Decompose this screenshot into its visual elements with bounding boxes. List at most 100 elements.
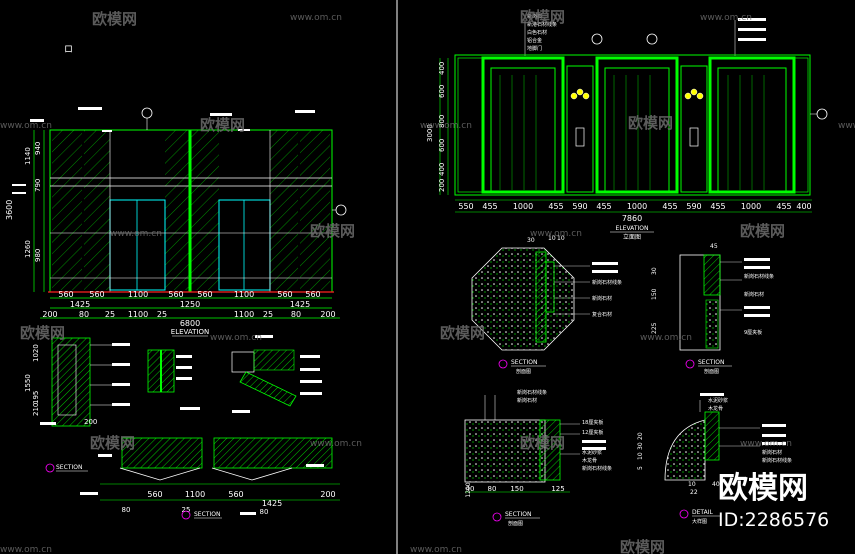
watermark-url-4: www.om.cn bbox=[210, 333, 262, 343]
detail-a-note-2: 复合石材 bbox=[592, 311, 612, 318]
section-b-label: SECTION bbox=[194, 511, 220, 518]
watermark-url-13: www.om.cn bbox=[410, 545, 462, 554]
right-dim-10: 1000 bbox=[741, 202, 761, 211]
left-dim-bot-8: 200 bbox=[320, 310, 335, 319]
left-height-4: 980 bbox=[34, 249, 42, 262]
left-dim-bot-6: 25 bbox=[263, 310, 273, 319]
detail-a-note-1: 新岗石材 bbox=[592, 295, 612, 302]
left-height-0: 1140 bbox=[24, 147, 32, 165]
detail-b-sub: 剖面图 bbox=[704, 368, 719, 375]
detail-d-dim-2: 40 bbox=[712, 481, 720, 488]
left-dim-top-5: 1100 bbox=[234, 290, 254, 299]
left-dim-top-7: 560 bbox=[305, 290, 320, 299]
right-dim-4: 590 bbox=[572, 202, 587, 211]
right-sheet: 新岗石 新港石材线条 白色石材 铝合金 地脚门 bbox=[426, 13, 828, 527]
watermark-url-1: www.om.cn bbox=[290, 13, 342, 23]
right-dim-1: 455 bbox=[482, 202, 497, 211]
watermark-id: ID:2286576 bbox=[718, 509, 829, 531]
watermark-url-12: www.om.cn bbox=[740, 439, 792, 449]
detail-d-dim-0: 10 bbox=[688, 481, 696, 488]
right-dim-12: 400 bbox=[796, 202, 811, 211]
detail-c-label: SECTION bbox=[505, 511, 531, 518]
watermark-url-7: www.om.cn bbox=[700, 13, 752, 23]
right-dim-2: 1000 bbox=[513, 202, 533, 211]
right-dim-3: 455 bbox=[548, 202, 563, 211]
detail-a-dim-1: 10 bbox=[548, 235, 556, 242]
detail-a-dim-2: 10 bbox=[557, 235, 565, 242]
detail-b-dim-3: 225 bbox=[651, 322, 658, 334]
watermark-url-9: www.om.cn bbox=[838, 121, 855, 131]
right-height-dims: 3000 400 600 800 600 400 200 bbox=[426, 58, 449, 195]
watermark-brand-10: 欧模网 bbox=[520, 434, 565, 452]
left-dim-mid-2: 1425 bbox=[290, 300, 310, 309]
watermark-logo-brand: 欧模网 bbox=[718, 471, 808, 506]
detail-c-note-3: 12厘夹板 bbox=[582, 429, 603, 436]
detail-b-note-2: 9厘夹板 bbox=[744, 329, 762, 336]
detail-d-note-3: 新岗石材线条 bbox=[762, 457, 792, 464]
left-height-1: 940 bbox=[34, 142, 42, 155]
plan-dim-2: 560 bbox=[228, 490, 243, 499]
left-dim-bot-3: 1100 bbox=[128, 310, 148, 319]
left-dim-top-2: 1100 bbox=[128, 290, 148, 299]
left-detail-column bbox=[147, 335, 322, 413]
left-dim-top-6: 560 bbox=[277, 290, 292, 299]
left-dim-mid-1: 1250 bbox=[180, 300, 200, 309]
plan-dim-4: 200 bbox=[320, 490, 335, 499]
plan-small-2: 80 bbox=[260, 508, 269, 516]
watermark-url-3: www.om.cn bbox=[110, 229, 162, 239]
detail-b-note-1: 新岗石材 bbox=[744, 291, 764, 298]
left-small-mark: ロ bbox=[64, 45, 73, 55]
left-height-total: 3600 bbox=[5, 200, 14, 220]
watermark-url-5: www.om.cn bbox=[310, 439, 362, 449]
right-note-2: 白色石材 bbox=[527, 29, 547, 36]
watermark-url-11: www.om.cn bbox=[640, 333, 692, 343]
section-a-dim-4: 200 bbox=[84, 418, 97, 426]
right-dim-7: 455 bbox=[662, 202, 677, 211]
right-elevation-label: ELEVATION bbox=[616, 225, 649, 232]
right-height-4: 400 bbox=[438, 163, 446, 176]
plan-small-0: 80 bbox=[122, 506, 131, 514]
left-dim-mid-0: 1425 bbox=[70, 300, 90, 309]
watermark-brand-1: 欧模网 bbox=[92, 10, 137, 28]
detail-c-dim-4: 1200 bbox=[465, 482, 472, 497]
right-dim-5: 455 bbox=[596, 202, 611, 211]
left-dim-bot-0: 200 bbox=[42, 310, 57, 319]
detail-d-note-0: 水泥砂浆 bbox=[708, 397, 728, 404]
detail-c-dim-2: 150 bbox=[510, 485, 523, 493]
left-height-3: 1260 bbox=[24, 240, 32, 258]
detail-b: 45 30 150 225 新岗石材线条 新岗石材 9厘夹板 SECTION bbox=[651, 243, 774, 375]
watermark-brand-6: 欧模网 bbox=[520, 8, 565, 26]
detail-d-dim-6: 20 bbox=[637, 432, 644, 440]
right-dim-6: 1000 bbox=[627, 202, 647, 211]
right-elevation bbox=[454, 54, 817, 196]
detail-c: 新岗石材线条 新岗石材 18厘夹板 12厘夹板 水泥砂浆 木龙骨 新岗石材线条 … bbox=[464, 389, 612, 527]
right-height-3: 600 bbox=[438, 139, 446, 152]
detail-c-note-1: 新岗石材 bbox=[517, 397, 537, 404]
left-plan: 560 1100 560 1425 200 80 25 80 SECTION bbox=[80, 437, 340, 520]
detail-c-dim-1: 80 bbox=[488, 485, 497, 493]
watermark-brand-8: 欧模网 bbox=[740, 222, 785, 240]
left-dim-top-3: 560 bbox=[168, 290, 183, 299]
right-note-1: 新港石材线条 bbox=[527, 21, 557, 28]
watermark-brand-4: 欧模网 bbox=[20, 324, 65, 342]
right-height-0: 400 bbox=[438, 62, 446, 75]
watermark-brand-11: 欧模网 bbox=[620, 538, 665, 554]
detail-b-dim-0: 45 bbox=[710, 243, 718, 250]
left-dim-total: 6800 bbox=[180, 319, 200, 328]
detail-c-note-5: 木龙骨 bbox=[582, 457, 597, 464]
watermark-brand-7: 欧模网 bbox=[628, 114, 673, 132]
left-section-a: 1020 1550 195 210 200 SECTION bbox=[24, 337, 130, 473]
watermark-layer: 欧模网 www.om.cn 欧模网 www.om.cn 欧模网 www.om.c… bbox=[0, 8, 855, 554]
detail-d: 水泥砂浆 木龙骨 新岗石材 新岗石材线条 10 22 40 5 10 30 20 bbox=[637, 393, 792, 525]
detail-c-dim-3: 125 bbox=[551, 485, 564, 493]
section-a-dim-3: 210 bbox=[32, 403, 40, 416]
right-dim-9: 455 bbox=[710, 202, 725, 211]
left-dim-top-0: 560 bbox=[58, 290, 73, 299]
detail-d-dim-4: 10 bbox=[637, 452, 644, 460]
detail-b-label: SECTION bbox=[698, 359, 724, 366]
right-top-notes: 新岗石 新港石材线条 白色石材 铝合金 地脚门 bbox=[524, 13, 828, 120]
detail-a-sub: 剖面图 bbox=[516, 368, 531, 375]
detail-c-dim-0: 40 bbox=[466, 485, 475, 493]
right-dim-total: 7860 bbox=[622, 214, 642, 223]
detail-a-label: SECTION bbox=[511, 359, 537, 366]
